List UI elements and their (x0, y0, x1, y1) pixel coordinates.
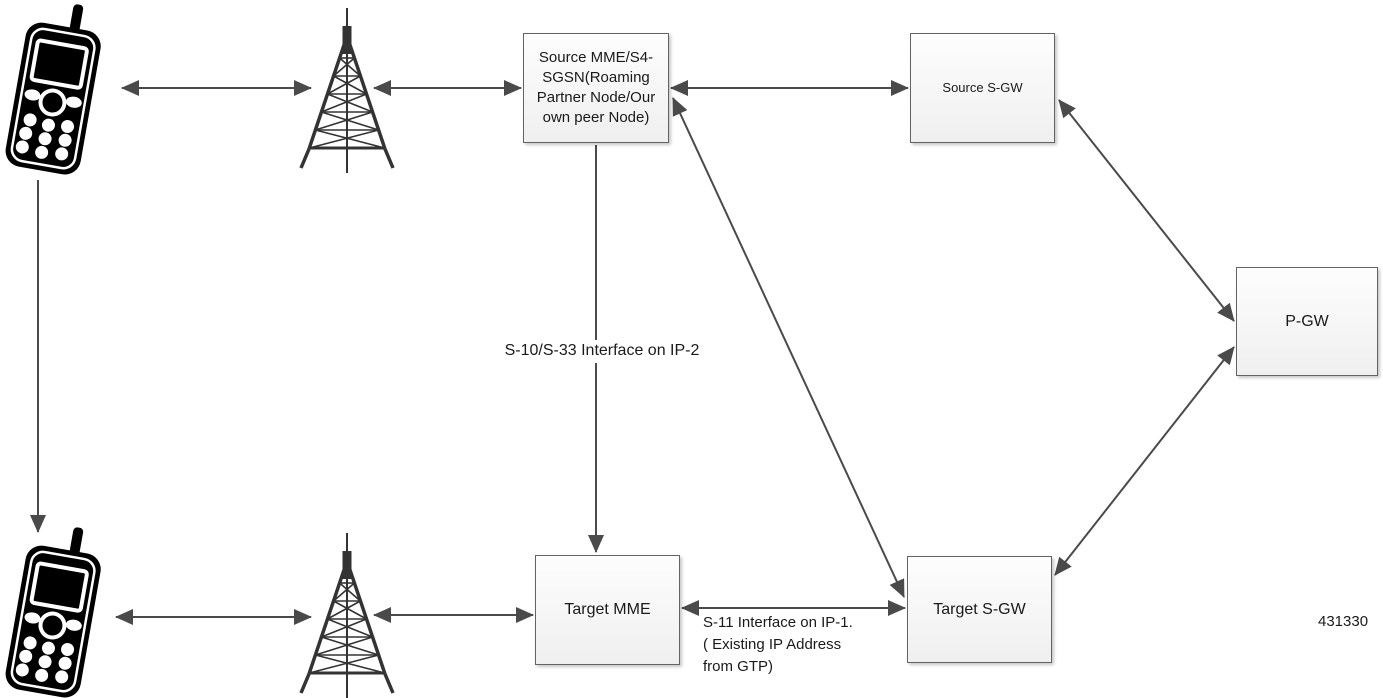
edge-label-s11-interface: S-11 Interface on IP-1. ( Existing IP Ad… (703, 614, 853, 675)
node-pgw: P-GW (1236, 267, 1378, 376)
node-source-sgw: Source S-GW (910, 33, 1055, 143)
edge-source-sgw-pgw (1058, 99, 1235, 322)
node-target-mme: Target MME (535, 555, 680, 665)
node-source-mme: Source MME/S4- SGSN(Roaming Partner Node… (523, 33, 669, 143)
edge-label-s10-interface: S-10/S-33 Interface on IP-2 (478, 340, 726, 363)
mobile-phone-icon (1, 517, 110, 698)
cell-tower-icon (299, 6, 395, 175)
mobile-phone-icon (1, 0, 110, 180)
figure-number: 431330 (1318, 613, 1369, 630)
node-target-sgw: Target S-GW (907, 556, 1052, 663)
edge-source-mme-target-sgw (672, 97, 905, 598)
edge-target-sgw-pgw (1054, 346, 1235, 576)
